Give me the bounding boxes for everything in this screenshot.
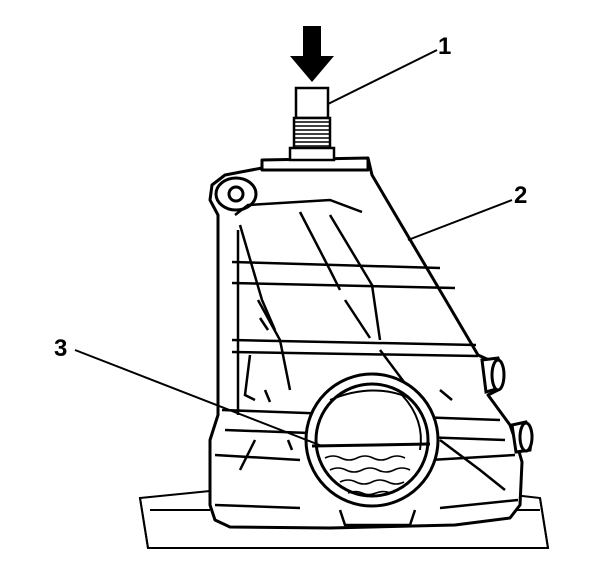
input-shaft — [288, 86, 336, 162]
callout-3: 3 — [54, 335, 67, 362]
leader-line-1 — [327, 49, 438, 105]
leader-line-3 — [74, 349, 323, 447]
callout-2: 2 — [514, 182, 527, 209]
fluid-waves — [324, 455, 411, 496]
side-plugs — [480, 356, 534, 454]
fluid-inspection-window — [304, 372, 440, 508]
down-arrow-icon — [290, 26, 334, 82]
leader-lines — [74, 49, 513, 447]
housing-ribs — [214, 198, 519, 527]
callout-1: 1 — [438, 33, 451, 60]
leader-line-2 — [407, 199, 513, 241]
